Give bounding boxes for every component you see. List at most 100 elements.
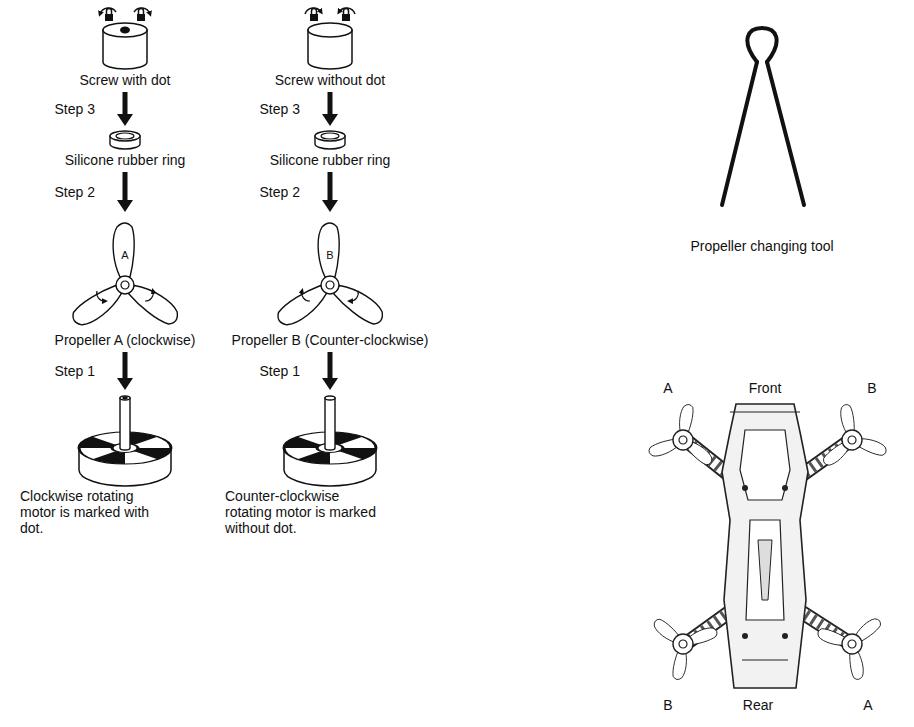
step-arrow [123, 172, 128, 202]
direction-label: Front [749, 380, 782, 396]
propeller-hub [321, 276, 339, 294]
lock-shackle [139, 9, 144, 15]
lock-shackle [344, 9, 349, 15]
propeller-hub [848, 436, 856, 444]
lock-arrow [134, 8, 150, 14]
drone-propeller [651, 617, 719, 681]
body-screw [782, 485, 788, 491]
tool-leg [722, 62, 757, 205]
step-label: Step 2 [55, 184, 95, 200]
step-label: Step 3 [260, 101, 300, 117]
drone-body [722, 404, 808, 688]
propeller-blade [126, 280, 182, 328]
step-label: Step 3 [55, 101, 95, 117]
logo-shape [758, 540, 772, 600]
propeller-hub [116, 276, 134, 294]
screw-top [103, 23, 147, 37]
motor [79, 396, 171, 486]
part-caption: Screw with dot [25, 72, 225, 88]
step-arrow [328, 352, 333, 380]
body-screw [742, 633, 748, 639]
lock-shackle [312, 9, 317, 15]
part-propeller: APropeller A (clockwise) [25, 214, 225, 350]
part-propeller: B Propeller B (Counter-clockwise) [230, 214, 430, 350]
propeller [274, 223, 388, 330]
lock-icon [105, 14, 113, 21]
part-caption: Clockwise rotating motor is marked with … [20, 488, 155, 536]
propeller-position: B [663, 697, 672, 713]
ring-top [110, 131, 140, 141]
direction-label: Rear [743, 697, 773, 713]
drone-motor [673, 634, 693, 654]
drone-motor [842, 430, 862, 450]
drone-propeller [816, 616, 883, 681]
body-edge [730, 411, 800, 412]
ring-hole [116, 133, 134, 139]
drone-propeller [647, 403, 715, 467]
unlock-arrow [100, 8, 116, 14]
propeller-position: A [663, 380, 672, 396]
shaft-top [325, 396, 335, 400]
step-label: Step 1 [55, 363, 95, 379]
drone-motor [842, 634, 862, 654]
motor-shaft [325, 398, 335, 450]
body-edge [742, 659, 788, 660]
step-arrow [328, 92, 333, 116]
step-arrow [123, 92, 128, 116]
screw-dot [120, 27, 130, 34]
drone-propeller [821, 404, 888, 469]
shaft-top [120, 396, 130, 400]
propeller-letter: B [230, 249, 430, 262]
tool-loop [747, 28, 776, 62]
step-label: Step 1 [260, 363, 300, 379]
body-panel [746, 520, 784, 620]
propeller-bore [326, 281, 334, 289]
lock-icon [137, 14, 145, 21]
propeller-blade [331, 280, 387, 328]
screw-top [308, 23, 352, 37]
unlock-arrow [339, 8, 355, 14]
part-caption: Screw without dot [230, 72, 430, 88]
rotation-mark [145, 291, 153, 301]
propeller-tool [722, 28, 804, 205]
body-screw [782, 633, 788, 639]
rotation-mark [350, 291, 358, 301]
motor-shaft [120, 398, 130, 450]
part-caption: Silicone rubber ring [25, 152, 225, 168]
rotation-mark [97, 291, 105, 301]
propeller-bore [121, 281, 129, 289]
body-panel [740, 430, 790, 500]
part-screw: Screw with dot [25, 2, 225, 90]
step-label: Step 2 [260, 184, 300, 200]
propeller-hub [679, 436, 687, 444]
drone [647, 403, 888, 688]
part-ring: Silicone rubber ring [25, 128, 225, 170]
propeller-letter: A [25, 249, 225, 262]
propeller-hub [848, 640, 856, 648]
rotation-arrows [100, 8, 150, 14]
lock-arrow [305, 8, 321, 14]
motor [284, 396, 376, 486]
part-caption: Counter-clockwise rotating motor is mark… [225, 488, 385, 536]
lock-shackle [107, 9, 112, 15]
drone-motor [673, 430, 693, 450]
propeller-position: A [863, 697, 872, 713]
rotation-arrows [305, 8, 355, 14]
ring-top [315, 131, 345, 141]
lock-icon [310, 14, 318, 21]
lock-icon [342, 14, 350, 21]
shaft-dot [122, 397, 128, 400]
part-caption: Propeller B (Counter-clockwise) [230, 332, 430, 348]
propeller [69, 223, 183, 330]
part-caption: Propeller changing tool [662, 238, 862, 254]
step-arrow [123, 352, 128, 380]
propeller-hub [679, 640, 687, 648]
part-screw: Screw without dot [230, 2, 430, 90]
part-caption: Silicone rubber ring [230, 152, 430, 168]
part-motor: Counter-clockwise rotating motor is mark… [225, 392, 385, 538]
tool-leg [767, 62, 804, 205]
propeller-position: B [867, 380, 876, 396]
ring-hole [321, 133, 339, 139]
